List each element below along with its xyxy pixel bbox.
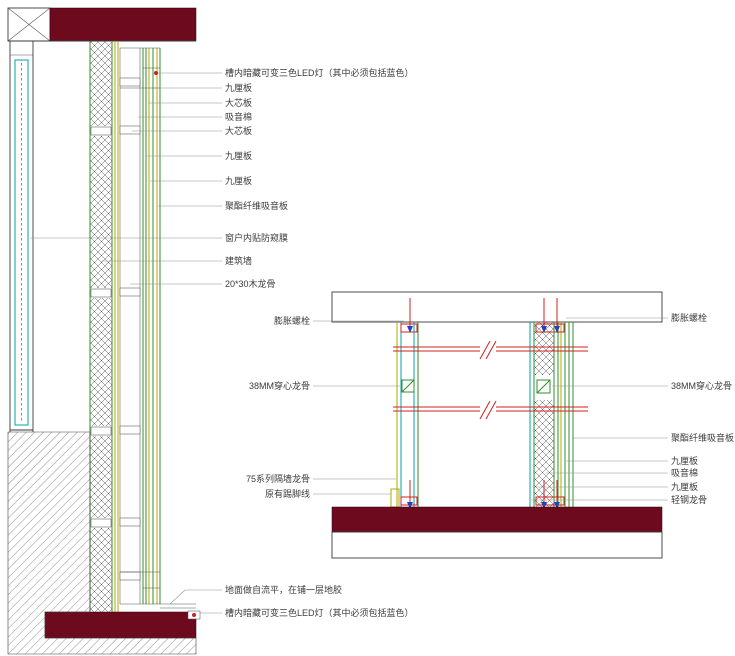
wood-keel-block bbox=[119, 125, 141, 135]
label-9mm-board-a: 九厘板 bbox=[225, 82, 252, 93]
label-acoustic-cotton: 吸音棉 bbox=[225, 111, 252, 122]
left-partition-stud bbox=[390, 322, 419, 508]
tracks-and-bolts bbox=[400, 298, 565, 516]
right-detail-right-labels: 膨胀螺栓 38MM穿心龙骨 聚酯纤维吸音板 九厘板 吸音棉 九厘板 轻钢龙骨 bbox=[671, 312, 734, 505]
acoustic-cotton-hatch bbox=[534, 400, 554, 507]
bolt-arrowhead bbox=[541, 326, 547, 333]
existing-wall-hatch bbox=[331, 291, 663, 323]
break-mark bbox=[479, 340, 491, 360]
wood-keel-block bbox=[119, 517, 141, 527]
label-wood-keel-20x30: 20*30木龙骨 bbox=[225, 278, 276, 289]
original-skirting bbox=[390, 488, 400, 508]
break-mark bbox=[485, 400, 497, 420]
left-labels: 槽内暗藏可变三色LED灯（其中必须包括蓝色） 九厘板 大芯板 吸音棉 大芯板 九… bbox=[225, 67, 414, 618]
wood-keel-block bbox=[119, 77, 141, 87]
right-detail-left-labels: 膨胀螺栓 38MM穿心龙骨 75系列隔墙龙骨 原有踢脚线 bbox=[246, 315, 310, 499]
label-38mm-keel-right: 38MM穿心龙骨 bbox=[671, 380, 732, 391]
label-9mm-board-right-a: 九厘板 bbox=[671, 455, 698, 466]
wall-finish-layers bbox=[114, 41, 161, 612]
acoustic-cotton-hatch bbox=[534, 322, 554, 375]
wood-keel-block bbox=[119, 287, 141, 297]
through-keel-runners bbox=[393, 338, 588, 420]
bolt-arrowhead bbox=[554, 502, 560, 509]
head-brace-line bbox=[7, 7, 51, 42]
floor-slab bbox=[44, 611, 197, 639]
label-light-steel-keel: 轻钢龙骨 bbox=[671, 494, 707, 505]
floor-assembly bbox=[44, 603, 201, 639]
bolt-arrowhead bbox=[554, 326, 560, 333]
leader-line bbox=[169, 589, 222, 605]
left-section-detail: 槽内暗藏可变三色LED灯（其中必须包括蓝色） 九厘板 大芯板 吸音棉 大芯板 九… bbox=[7, 7, 414, 655]
ceiling-slab bbox=[49, 7, 197, 42]
left-leader-lines bbox=[30, 72, 222, 614]
bolt-arrowhead bbox=[407, 326, 413, 333]
label-9mm-board-b: 九厘板 bbox=[225, 150, 252, 161]
label-75-partition-keel: 75系列隔墙龙骨 bbox=[246, 473, 310, 484]
bottom-track bbox=[535, 496, 565, 506]
label-polyester-acoustic-panel: 聚酯纤维吸音板 bbox=[225, 200, 288, 211]
break-mark bbox=[479, 400, 491, 420]
bolt-arrowhead bbox=[407, 502, 413, 509]
top-track bbox=[535, 323, 565, 333]
wood-keel-block bbox=[119, 571, 141, 581]
break-mark bbox=[485, 340, 497, 360]
right-plan-detail: 膨胀螺栓 38MM穿心龙骨 75系列隔墙龙骨 原有踢脚线 膨胀螺栓 38MM穿心… bbox=[246, 291, 734, 559]
right-wall-layers bbox=[529, 322, 574, 507]
label-expansion-bolt-right: 膨胀螺栓 bbox=[671, 312, 707, 323]
floor-slab-right bbox=[331, 506, 663, 533]
wood-keel-block bbox=[119, 425, 141, 435]
label-building-wall: 建筑墙 bbox=[225, 255, 252, 266]
label-core-board-a: 大芯板 bbox=[225, 97, 252, 108]
label-acoustic-cotton-right: 吸音棉 bbox=[671, 467, 698, 478]
label-core-board-b: 大芯板 bbox=[225, 125, 252, 136]
wall-blocking bbox=[90, 426, 112, 436]
label-original-skirting: 原有踢脚线 bbox=[265, 488, 310, 499]
building-wall bbox=[89, 41, 113, 612]
ground-structure-hatch bbox=[7, 431, 197, 655]
led-strip-bottom-dot bbox=[192, 613, 196, 617]
bolt-arrowhead bbox=[541, 502, 547, 509]
label-9mm-board-c: 九厘板 bbox=[225, 175, 252, 186]
break-gap bbox=[480, 338, 496, 360]
top-track bbox=[400, 323, 418, 333]
wall-blocking bbox=[90, 126, 112, 136]
label-expansion-bolt-left: 膨胀螺栓 bbox=[274, 315, 310, 326]
floor-structure-hatch bbox=[331, 531, 663, 559]
label-floor-self-leveling: 地面做自流平，在铺一层地胶 bbox=[225, 584, 342, 595]
window-glass bbox=[14, 59, 29, 426]
label-polyester-panel-right: 聚酯纤维吸音板 bbox=[671, 432, 734, 443]
label-38mm-keel-left: 38MM穿心龙骨 bbox=[249, 380, 310, 391]
label-9mm-board-right-b: 九厘板 bbox=[671, 481, 698, 492]
break-gap bbox=[480, 398, 496, 420]
right-leader-lines bbox=[313, 317, 668, 501]
label-led-strip-top: 槽内暗藏可变三色LED灯（其中必须包括蓝色） bbox=[225, 67, 414, 78]
wall-blocking bbox=[90, 518, 112, 528]
label-led-strip-bottom: 槽内暗藏可变三色LED灯（其中必须包括蓝色） bbox=[225, 607, 414, 618]
led-strip-top-dot bbox=[154, 71, 158, 75]
label-window-privacy-film: 窗户内贴防窥膜 bbox=[225, 232, 288, 243]
window-assembly bbox=[9, 41, 34, 432]
wall-blocking bbox=[90, 288, 112, 298]
